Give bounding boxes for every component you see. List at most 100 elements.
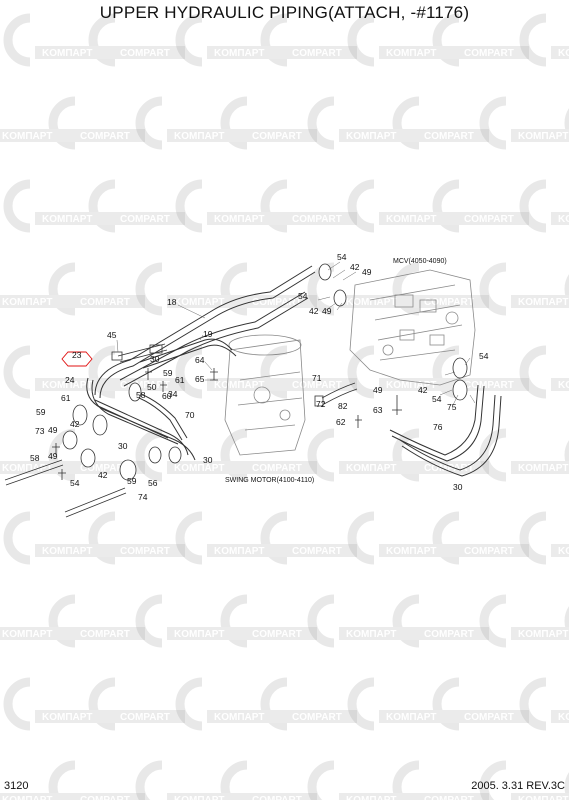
svg-text:COMPART: COMPART bbox=[120, 712, 170, 723]
svg-text:COMPART: COMPART bbox=[80, 463, 130, 474]
svg-text:COMPART: COMPART bbox=[464, 546, 514, 557]
svg-text:COMPART: COMPART bbox=[252, 629, 302, 640]
callout-50: 50 bbox=[147, 382, 157, 392]
svg-text:COMPART: COMPART bbox=[424, 463, 474, 474]
mcv-caption: MCV(4050-4090) bbox=[393, 258, 447, 265]
bolts bbox=[52, 368, 402, 480]
svg-text:KOMПAPT: KOMПAPT bbox=[518, 297, 569, 308]
svg-text:KOMПAPT: KOMПAPT bbox=[558, 214, 569, 225]
svg-text:KOMПAPT: KOMПAPT bbox=[2, 131, 53, 142]
swing-motor-caption: SWING MOTOR(4100-4110) bbox=[225, 477, 314, 484]
callout-42: 42 bbox=[350, 262, 360, 272]
hose-45 bbox=[111, 343, 168, 363]
callout-54: 54 bbox=[298, 291, 308, 301]
callout-64: 64 bbox=[195, 355, 205, 365]
page-number: 3120 bbox=[4, 780, 29, 792]
watermark-tile: KOMПAPT COMPART bbox=[347, 179, 529, 233]
svg-text:COMPART: COMPART bbox=[424, 795, 474, 800]
callout-49: 49 bbox=[48, 451, 58, 461]
svg-text:COMPART: COMPART bbox=[252, 795, 302, 800]
svg-text:COMPART: COMPART bbox=[120, 380, 170, 391]
leader-lines bbox=[116, 261, 476, 406]
svg-text:KOMПAPT: KOMПAPT bbox=[214, 214, 265, 225]
hose-74 bbox=[64, 487, 127, 518]
date-revision: 2005. 3.31 REV.3C bbox=[471, 780, 565, 792]
lower-pipe-bundle bbox=[86, 377, 196, 461]
callout-59: 59 bbox=[36, 407, 46, 417]
svg-text:KOMПAPT: KOMПAPT bbox=[346, 629, 397, 640]
svg-text:COMPART: COMPART bbox=[120, 48, 170, 59]
callout-82: 82 bbox=[338, 401, 348, 411]
svg-text:KOMПAPT: KOMПAPT bbox=[386, 214, 437, 225]
svg-text:KOMПAPT: KOMПAPT bbox=[2, 629, 53, 640]
svg-text:KOMПAPT: KOMПAPT bbox=[518, 629, 569, 640]
svg-text:COMPART: COMPART bbox=[120, 546, 170, 557]
hose-71 bbox=[314, 382, 358, 407]
watermark-tile: KOMПAPT COMPART bbox=[3, 511, 185, 565]
callout-56: 56 bbox=[148, 478, 158, 488]
callout-58: 58 bbox=[136, 390, 146, 400]
svg-text:KOMПAPT: KOMПAPT bbox=[518, 795, 569, 800]
watermark-tile: KOMПAPT COMPART bbox=[3, 13, 185, 67]
svg-text:COMPART: COMPART bbox=[292, 546, 342, 557]
callout-61: 61 bbox=[175, 375, 185, 385]
svg-text:COMPART: COMPART bbox=[292, 48, 342, 59]
callout-59: 59 bbox=[163, 368, 173, 378]
svg-text:KOMПAPT: KOMПAPT bbox=[174, 131, 225, 142]
svg-text:COMPART: COMPART bbox=[252, 463, 302, 474]
watermark-tile: KOMПAPT COMPART bbox=[135, 760, 317, 800]
svg-text:KOMПAPT: KOMПAPT bbox=[174, 795, 225, 800]
svg-text:KOMПAPT: KOMПAPT bbox=[346, 131, 397, 142]
callout-45: 45 bbox=[107, 330, 117, 340]
svg-text:KOMПAPT: KOMПAPT bbox=[42, 48, 93, 59]
callout-59: 59 bbox=[127, 476, 137, 486]
callout-73: 73 bbox=[35, 426, 45, 436]
callout-70: 70 bbox=[185, 410, 195, 420]
svg-text:KOMПAPT: KOMПAPT bbox=[174, 463, 225, 474]
flanges bbox=[62, 263, 468, 481]
mcv-block bbox=[349, 269, 476, 386]
callout-49: 49 bbox=[373, 385, 383, 395]
svg-text:KOMПAPT: KOMПAPT bbox=[42, 546, 93, 557]
svg-text:COMPART: COMPART bbox=[464, 380, 514, 391]
svg-text:COMPART: COMPART bbox=[464, 214, 514, 225]
svg-text:KOMПAPT: KOMПAPT bbox=[42, 380, 93, 391]
svg-text:KOMПAPT: KOMПAPT bbox=[386, 48, 437, 59]
callout-65: 65 bbox=[195, 374, 205, 384]
svg-text:KOMПAPT: KOMПAPT bbox=[42, 214, 93, 225]
svg-text:KOMПAPT: KOMПAPT bbox=[214, 546, 265, 557]
callout-42: 42 bbox=[418, 385, 428, 395]
svg-text:KOMПAPT: KOMПAPT bbox=[214, 380, 265, 391]
callout-42: 42 bbox=[309, 306, 319, 316]
svg-text:COMPART: COMPART bbox=[80, 795, 130, 800]
svg-text:KOMПAPT: KOMПAPT bbox=[346, 795, 397, 800]
callout-54: 54 bbox=[70, 478, 80, 488]
swing-motor bbox=[224, 334, 306, 456]
svg-text:KOMПAPT: KOMПAPT bbox=[518, 131, 569, 142]
svg-text:KOMПAPT: KOMПAPT bbox=[558, 712, 569, 723]
callout-30: 30 bbox=[150, 354, 160, 364]
pipes-75-76 bbox=[389, 384, 502, 477]
svg-text:KOMПAPT: KOMПAPT bbox=[558, 48, 569, 59]
